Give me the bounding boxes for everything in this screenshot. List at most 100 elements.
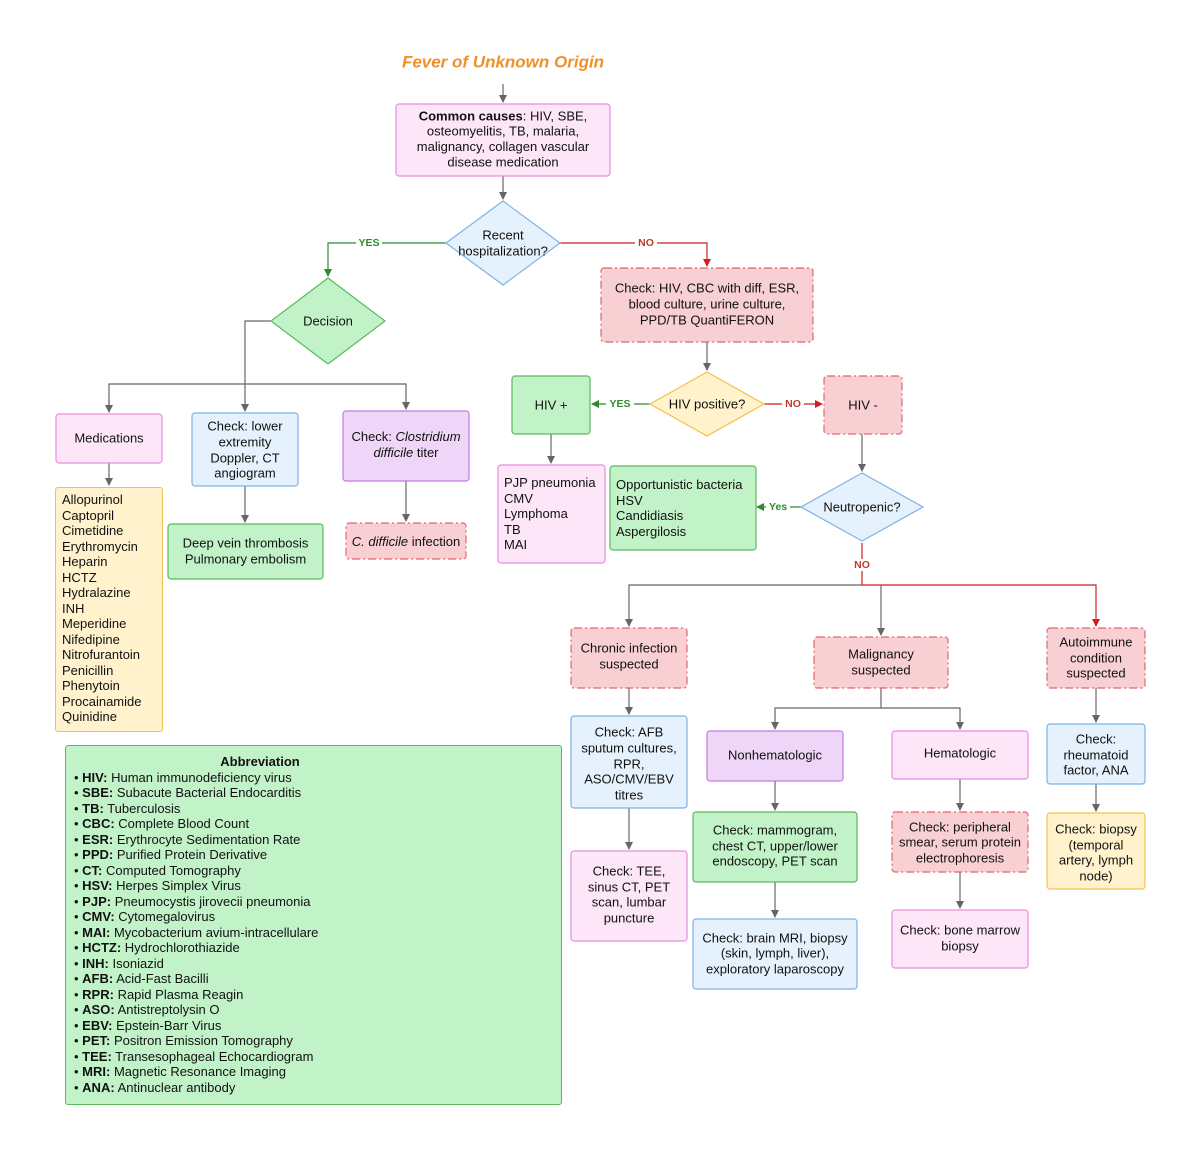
abbreviation-definition: Herpes Simplex Virus — [112, 878, 241, 893]
abbreviation-row: • AFB: Acid-Fast Bacilli — [74, 971, 561, 987]
check-brain-line-2: (skin, lymph, liver), — [721, 946, 829, 961]
check-tee-line-3: scan, lumbar — [592, 895, 667, 910]
svg-text:Check: Clostridium: Check: Clostridium — [351, 429, 460, 444]
abbreviation-definition: Positron Emission Tomography — [110, 1033, 293, 1048]
cdiff-infection-suffix: infection — [408, 534, 460, 549]
abbreviation-definition: Complete Blood Count — [114, 816, 250, 831]
edge-split-meds-cdiff — [108, 383, 410, 412]
edges — [105, 84, 1100, 918]
abbreviation-term: ESR: — [82, 831, 114, 847]
bullet-icon: • — [74, 1017, 83, 1033]
node-check-cdiff: Check: Clostridium difficile titer — [342, 410, 470, 482]
node-recent-hospitalization: Recent hospitalization? — [444, 200, 562, 286]
abbreviation-term: PJP: — [82, 893, 112, 909]
check-marrow-line-1: Check: bone marrow — [900, 923, 1021, 938]
node-check-marrow: Check: bone marrow biopsy — [891, 909, 1029, 969]
nonhematologic-label: Nonhematologic — [728, 748, 822, 763]
dvt-line-1: Deep vein thrombosis — [183, 536, 309, 551]
node-decision: Decision — [270, 277, 386, 365]
common-causes-line-3: disease medication — [447, 155, 558, 170]
abbreviation-row: • PJP: Pneumocystis jirovecii pneumonia — [74, 894, 561, 910]
abbreviation-row: • HIV: Human immunodeficiency virus — [74, 770, 561, 786]
edge-label-yes-hosp: YES — [358, 237, 379, 249]
node-malignancy: Malignancy suspected — [813, 636, 949, 689]
medication-item: Nifedipine — [62, 631, 120, 647]
common-causes-line-2: malignancy, collagen vascular — [417, 139, 590, 154]
dvt-line-2: Pulmonary embolism — [185, 552, 306, 567]
abbreviation-term: INH: — [82, 955, 109, 971]
abbreviation-term: MAI: — [82, 924, 111, 940]
check-cdiff-italic-1: Clostridium — [396, 429, 461, 444]
node-check-brain: Check: brain MRI, biopsy (skin, lymph, l… — [692, 918, 858, 990]
check-biopsy-line-2: (temporal — [1069, 838, 1124, 853]
pjp-item: PJP pneumonia — [504, 475, 596, 490]
check-biopsy-line-4: node) — [1079, 869, 1112, 884]
abbreviation-box: Abbreviation • HIV: Human immunodeficien… — [65, 745, 562, 1105]
check-tee-line-2: sinus CT, PET — [588, 880, 670, 895]
check-mammo-line-3: endoscopy, PET scan — [712, 854, 837, 869]
abbreviation-definition: Mycobacterium avium-intracellulare — [110, 924, 319, 940]
check-ra-line-1: Check: — [1076, 732, 1116, 747]
opportunistic-item: Opportunistic bacteria — [616, 477, 743, 492]
check-hiv-line-2: blood culture, urine culture, — [629, 297, 786, 312]
opportunistic-item: Aspergilosis — [616, 523, 687, 539]
hiv-plus-label: HIV + — [535, 398, 568, 413]
hematologic-label: Hematologic — [924, 746, 997, 761]
bullet-icon: • — [74, 893, 83, 909]
abbreviation-term: MRI: — [82, 1064, 111, 1079]
hiv-positive-label: HIV positive? — [669, 397, 746, 412]
pjp-item: Lymphoma — [504, 506, 568, 521]
abbreviation-term: HIV: — [82, 769, 108, 785]
node-check-biopsy-temporal: Check: biopsy (temporal artery, lymph no… — [1046, 812, 1146, 890]
abbreviation-row: • CT: Computed Tomography — [74, 863, 561, 879]
abbreviation-definition: Human immunodeficiency virus — [107, 769, 292, 785]
abbreviation-row: • PPD: Purified Protein Derivative — [74, 847, 561, 863]
pjp-item: TB — [504, 521, 521, 537]
abbreviation-row: • PET: Positron Emission Tomography — [74, 1033, 561, 1049]
node-check-mammogram: Check: mammogram, chest CT, upper/lower … — [692, 811, 858, 883]
check-tee-line-1: Check: TEE, — [593, 864, 666, 879]
abbreviation-term: RPR: — [82, 986, 114, 1002]
abbreviation-row: • TB: Tuberculosis — [74, 801, 561, 817]
abbreviation-definition: Transesophageal Echocardiogram — [111, 1048, 314, 1064]
edge-label-no-hosp: NO — [638, 237, 654, 249]
edge-malignancy-split — [771, 688, 882, 730]
medication-item: Captopril — [62, 507, 115, 523]
check-smear-line-3: electrophoresis — [916, 851, 1005, 866]
abbreviation-term: CT: — [82, 862, 103, 878]
bullet-icon: • — [74, 1048, 83, 1064]
abbreviation-term: HSV: — [82, 878, 113, 893]
abbreviation-definition: Erythrocyte Sedimentation Rate — [113, 831, 301, 847]
decision-label: Decision — [303, 314, 353, 329]
abbreviation-term: ASO: — [82, 1002, 115, 1017]
pjp-list: PJP pneumonia CMV Lymphoma TB MAI — [504, 475, 596, 553]
abbreviation-row: • CMV: Cytomegalovirus — [74, 909, 561, 925]
check-afb-line-4: ASO/CMV/EBV — [584, 772, 674, 787]
check-cdiff-italic-2: difficile — [373, 445, 413, 460]
check-brain-line-3: exploratory laparoscopy — [706, 962, 845, 977]
bullet-icon: • — [74, 847, 83, 862]
svg-text:Common causes: HIV, SBE,: Common causes: HIV, SBE, — [419, 108, 588, 123]
abbreviation-definition: Acid-Fast Bacilli — [113, 971, 209, 986]
node-autoimmune: Autoimmune condition suspected — [1046, 627, 1146, 689]
abbreviation-definition: Rapid Plasma Reagin — [113, 986, 244, 1002]
check-ra-line-2: rheumatoid — [1063, 748, 1128, 763]
node-medications: Medications — [55, 413, 163, 464]
bullet-icon: • — [74, 769, 83, 785]
check-mammo-line-1: Check: mammogram, — [713, 823, 837, 838]
edge-decision-to-check-lower — [241, 320, 271, 412]
abbreviation-row: • RPR: Rapid Plasma Reagin — [74, 987, 561, 1003]
abbreviation-title: Abbreviation — [220, 754, 300, 769]
abbreviation-definition: Tuberculosis — [103, 800, 181, 816]
opportunistic-item: Candidiasis — [616, 508, 684, 523]
abbreviation-row: • SBE: Subacute Bacterial Endocarditis — [74, 785, 561, 801]
malignancy-line-1: Malignancy — [848, 647, 914, 662]
abbreviation-row: • MRI: Magnetic Resonance Imaging — [74, 1064, 561, 1080]
node-common-causes: Common causes: HIV, SBE, osteomyelitis, … — [395, 103, 611, 177]
medication-item: Meperidine — [62, 616, 127, 631]
edge-to-chronic — [625, 584, 862, 627]
check-hiv-line-3: PPD/TB QuantiFERON — [640, 313, 774, 328]
abbreviation-row: • HCTZ: Hydrochlorothiazide — [74, 940, 561, 956]
abbreviation-list: • HIV: Human immunodeficiency virus• SBE… — [74, 770, 561, 1096]
abbreviation-row: • ESR: Erythrocyte Sedimentation Rate — [74, 832, 561, 848]
